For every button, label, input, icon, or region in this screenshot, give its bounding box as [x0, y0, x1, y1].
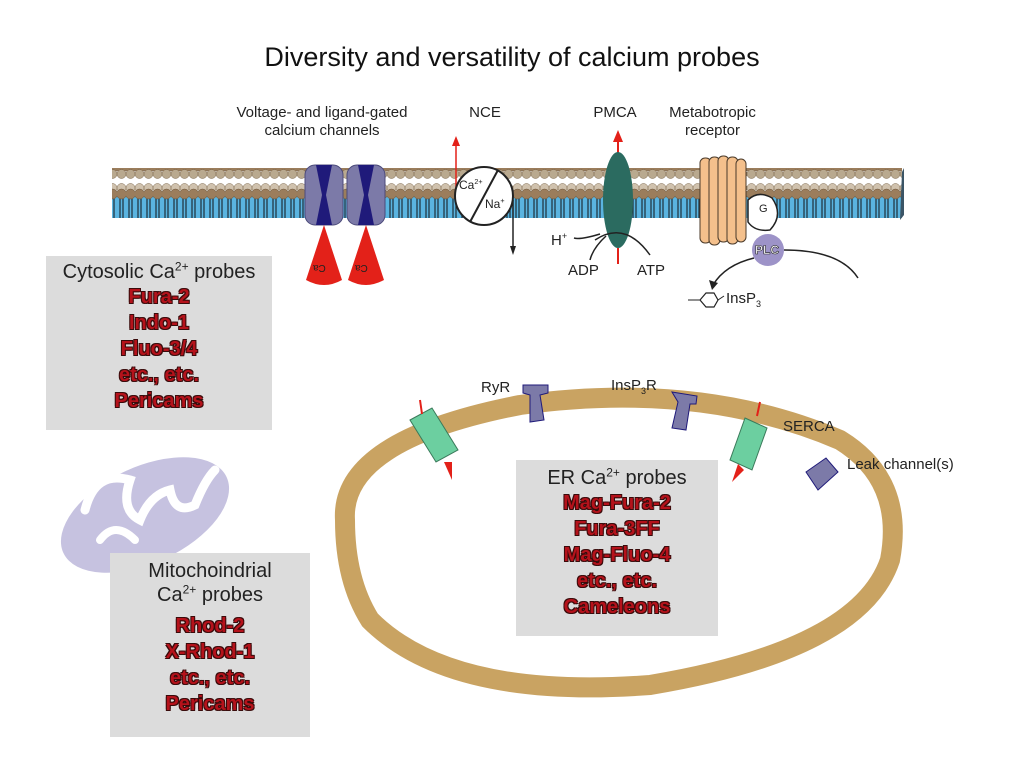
voltage-gated-channel [304, 164, 344, 285]
probe-item: Mag-Fluo-4 [563, 544, 671, 566]
adp-label: ADP [568, 262, 599, 279]
probe-item: Mag-Fura-2 [563, 492, 671, 514]
leak-channel-label: Leak channel(s) [847, 456, 954, 473]
ligand-gated-channel [346, 164, 386, 285]
probe-item: Fluo-3/4 [120, 338, 198, 360]
g-protein-label: G [759, 203, 768, 215]
pmca-proton: H+ [551, 231, 568, 250]
mitochondrial-probes-heading-line2: Ca2+ probes [157, 582, 263, 606]
vgcc-label: Voltage- and ligand-gated calcium channe… [208, 104, 436, 140]
mitochondrion [60, 457, 230, 573]
cytosolic-probes-heading: Cytosolic Ca2+ probes [62, 259, 256, 283]
probe-item: Pericams [114, 390, 204, 412]
pmca-label: PMCA [593, 104, 637, 121]
insp3-label: InsP3 [726, 290, 762, 309]
metabotropic-label-line1: Metabotropic [669, 104, 756, 121]
probe-item: etc., etc. [169, 667, 251, 689]
nce-ca-ion: Ca2+ [459, 177, 483, 192]
serca-pump-left [409, 399, 459, 480]
mitochondrial-probes-box: Mitochoindrial Ca2+ probes Rhod-2 X-Rhod… [110, 553, 310, 737]
ca-flux-label-2: Ca [355, 262, 368, 273]
serca-label: SERCA [783, 418, 835, 435]
cytosolic-probes-box: Cytosolic Ca2+ probes Fura-2 Indo-1 Fluo… [46, 256, 272, 430]
pmca-pump [573, 130, 651, 264]
probe-item: Cameleons [563, 596, 671, 618]
probe-item: X-Rhod-1 [165, 641, 255, 663]
diagram-title: Diversity and versatility of calcium pro… [264, 42, 760, 72]
mitochondrial-probes-heading-line1: Mitochoindrial [148, 560, 272, 582]
endoplasmic-reticulum [334, 387, 903, 698]
vgcc-label-line2: calcium channels [264, 122, 380, 139]
probe-item: Fura-3FF [574, 518, 660, 540]
serca-pump-right [729, 401, 768, 482]
nce-label: NCE [469, 104, 501, 121]
ryr-channel [522, 384, 549, 423]
insp3r-label: InsP3R [611, 377, 657, 396]
metabotropic-receptor [688, 155, 859, 308]
plc-label: PLC [755, 243, 780, 258]
ryr-label: RyR [481, 379, 511, 396]
er-probes-heading: ER Ca2+ probes [547, 465, 687, 489]
atp-label: ATP [637, 262, 666, 279]
probe-item: Fura-2 [128, 286, 190, 308]
er-probes-box: ER Ca2+ probes Mag-Fura-2 Fura-3FF Mag-F… [516, 460, 718, 636]
probe-item: Rhod-2 [175, 615, 245, 637]
vgcc-label-line1: Voltage- and ligand-gated [236, 104, 408, 121]
insp3r-channel [671, 391, 698, 431]
metabotropic-label: Metabotropic receptor [650, 104, 775, 140]
probe-item: Pericams [165, 693, 255, 715]
nce-exchanger [452, 136, 516, 255]
probe-item: etc., etc. [576, 570, 658, 592]
probe-item: Indo-1 [129, 312, 189, 334]
leak-channel [805, 457, 839, 491]
probe-item: etc., etc. [118, 364, 200, 386]
ca-flux-label-1: Ca [313, 262, 326, 273]
nce-na-ion: Na+ [485, 196, 505, 211]
metabotropic-label-line2: receptor [684, 122, 741, 139]
